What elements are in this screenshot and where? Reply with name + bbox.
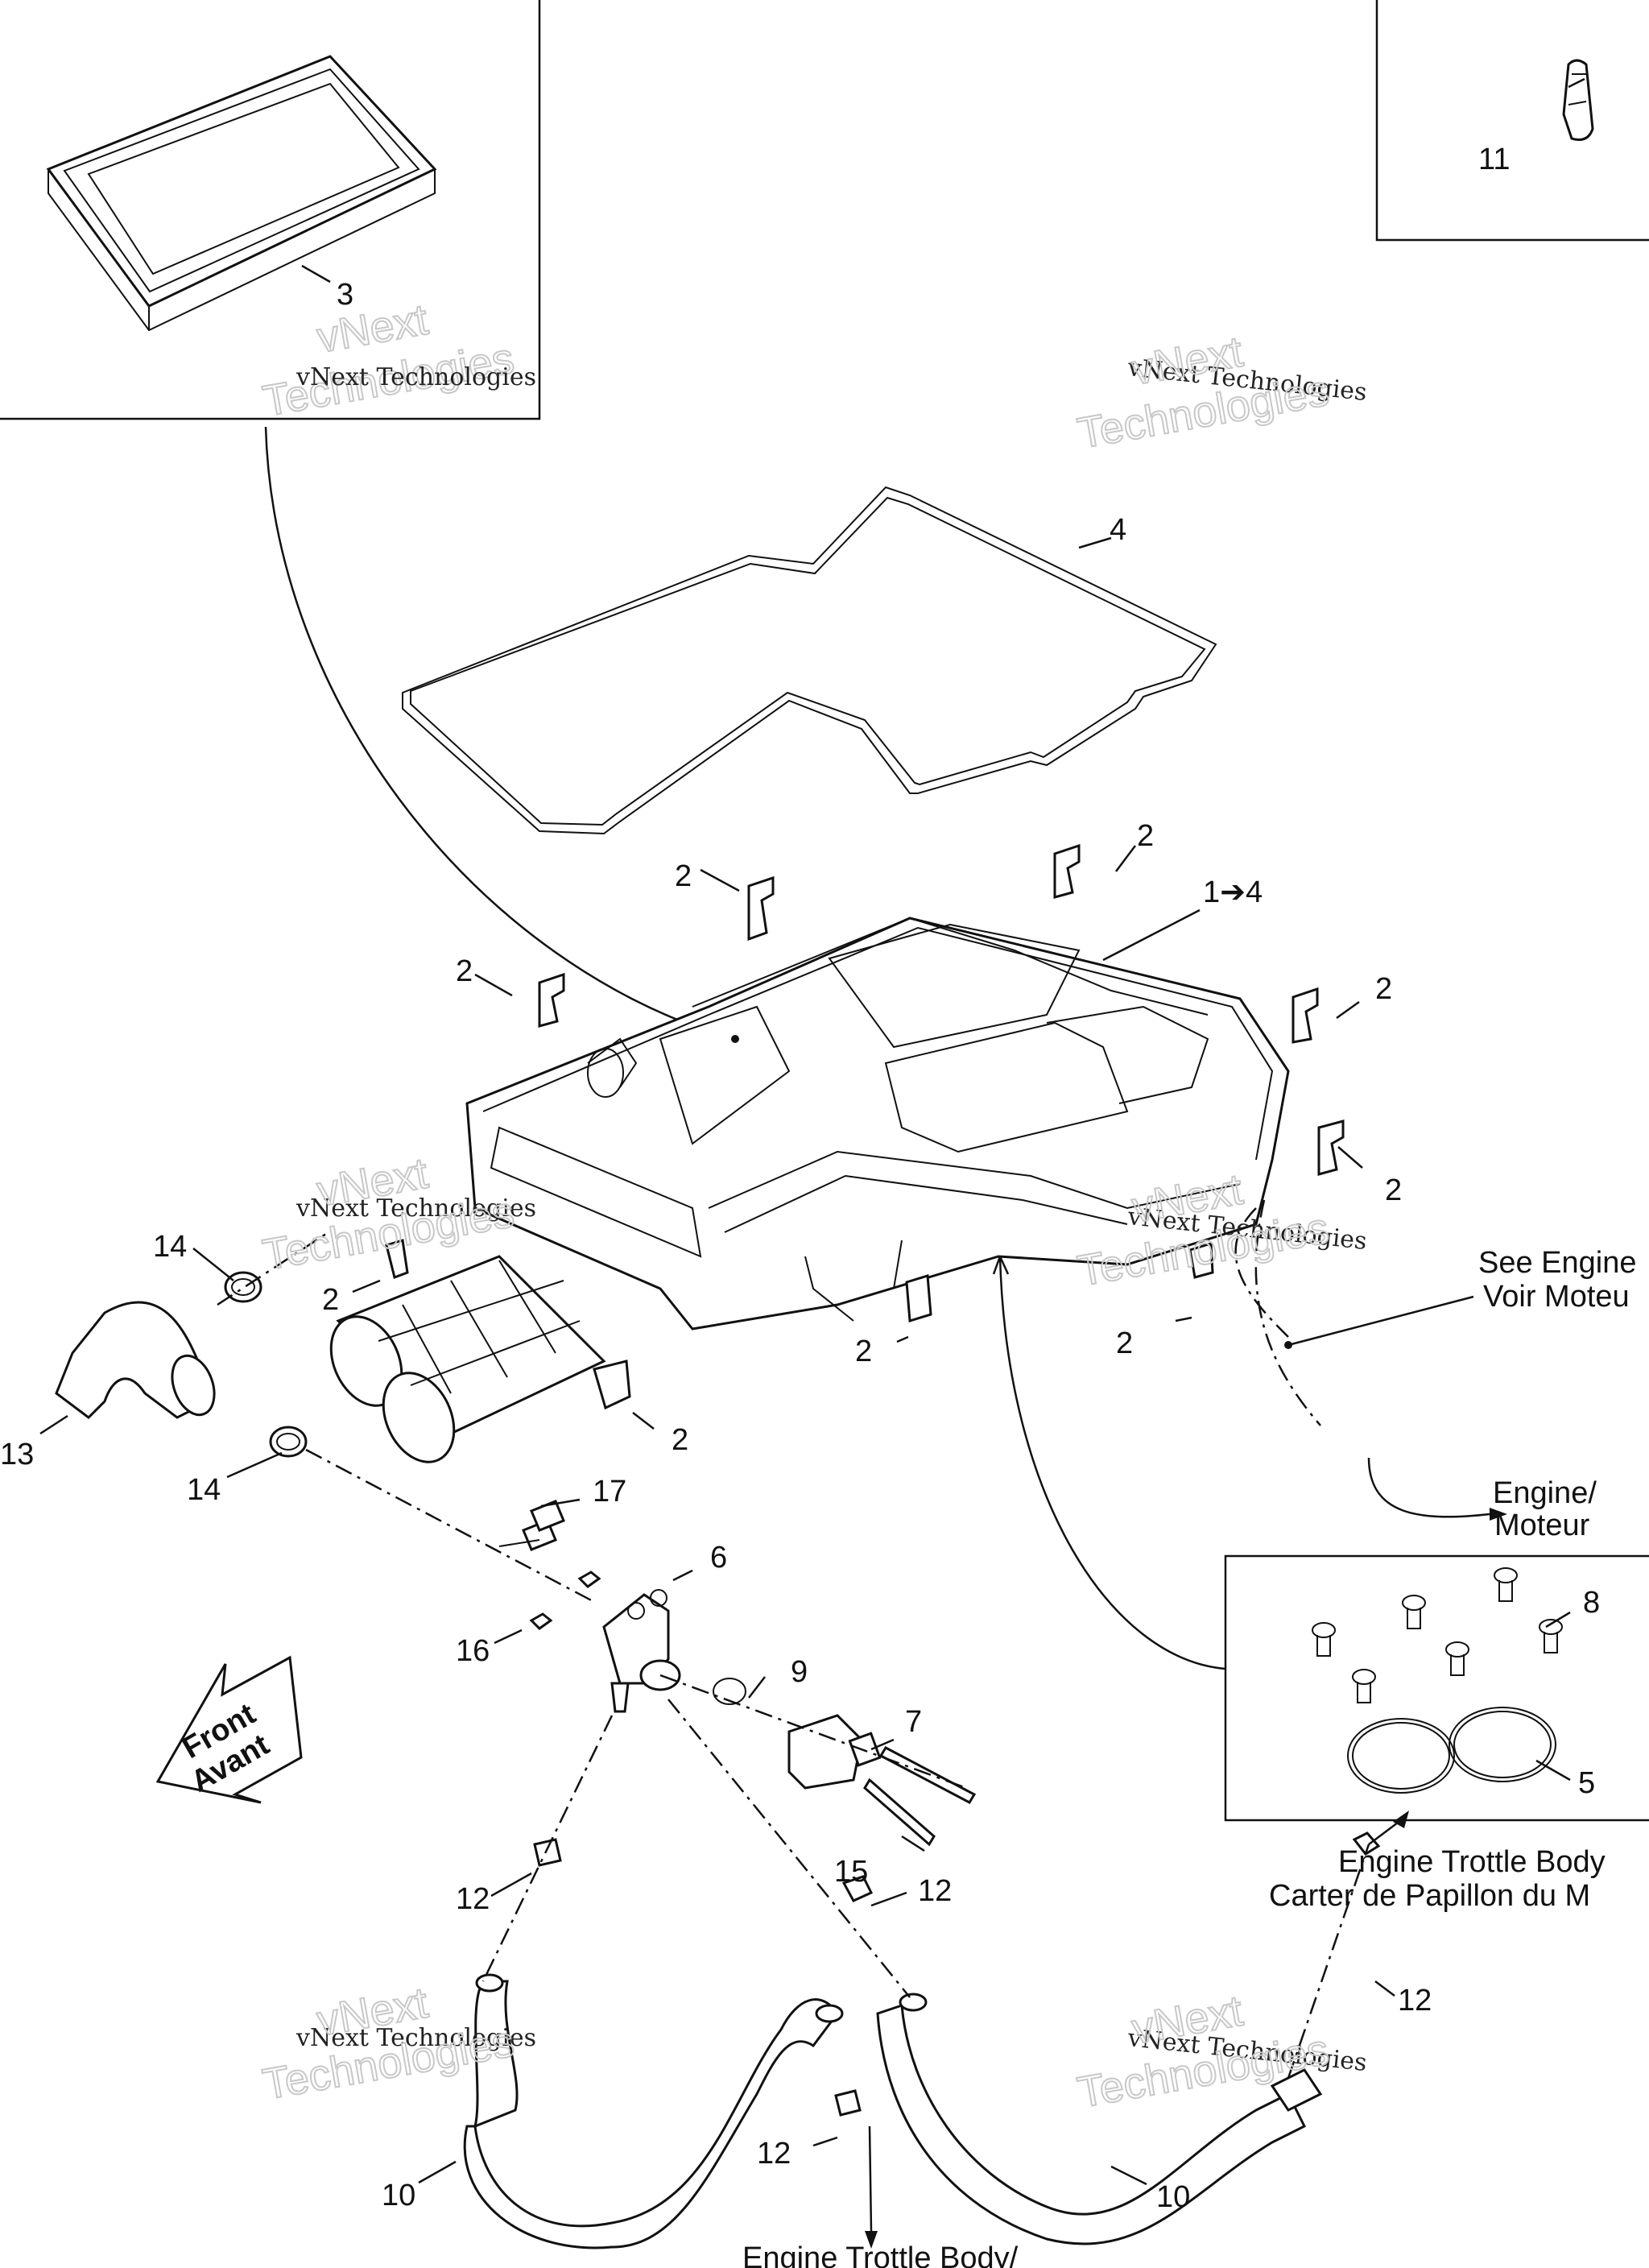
watermark-text: vNext Technologies: [295, 2024, 536, 2052]
throttle-body-bottom-label: Engine Trottle Body/: [742, 2241, 1019, 2268]
callout-11: 11: [1478, 143, 1510, 176]
callout-2: 2: [855, 1335, 872, 1368]
callout-8: 8: [1583, 1586, 1600, 1620]
callout-2: 2: [1375, 972, 1392, 1006]
callout-2: 2: [1137, 819, 1154, 853]
callout-13: 13: [0, 1438, 34, 1471]
callout-5: 5: [1578, 1766, 1595, 1800]
valve-assembly: [498, 1500, 977, 1847]
engine-label: Engine/: [1493, 1476, 1597, 1510]
callout-1-to-4: 1➔4: [1203, 875, 1263, 909]
leader-lines: [39, 77, 1585, 2186]
callout-12: 12: [1398, 1984, 1432, 2018]
callout-2: 2: [1116, 1326, 1133, 1360]
callout-2: 2: [456, 954, 473, 988]
callout-2: 2: [322, 1283, 339, 1317]
callout-14: 14: [187, 1473, 221, 1507]
callout-2: 2: [672, 1423, 688, 1457]
callout-2: 2: [675, 859, 692, 893]
callout-12: 12: [456, 1882, 490, 1916]
callout-12: 12: [757, 2137, 791, 2171]
see-engine-label: See Engine: [1478, 1246, 1637, 1280]
callout-16: 16: [456, 1634, 490, 1668]
front-direction-arrow: Front Avant: [155, 1655, 303, 1804]
throttle-body-label: Engine Trottle Body: [1338, 1845, 1606, 1879]
callout-15: 15: [834, 1855, 868, 1889]
inset-clamp: [1375, 0, 1649, 242]
watermark-text: vNext Technologies: [295, 1194, 536, 1223]
callout-9: 9: [791, 1655, 808, 1689]
callout-10: 10: [1156, 2180, 1190, 2214]
retaining-clips: [385, 843, 1345, 1410]
callout-14: 14: [153, 1230, 187, 1264]
callout-3: 3: [337, 278, 353, 312]
airbox: [329, 917, 1290, 1463]
callout-12: 12: [918, 1874, 952, 1908]
callout-4: 4: [1110, 513, 1126, 547]
moteur-label: Moteur: [1494, 1509, 1590, 1542]
voir-moteur-label: Voir Moteu: [1483, 1280, 1630, 1314]
callout-17: 17: [593, 1475, 626, 1509]
watermark-text: vNext Technologies: [295, 363, 536, 391]
inset-air-filter: [0, 0, 541, 420]
callout-7: 7: [905, 1705, 922, 1739]
throttle-body-fr-label: Carter de Papillon du M: [1269, 1879, 1590, 1913]
callout-labels: 3 11 4 1➔4 2 2 2 2 2 2 2 2 2 14 13 14 17…: [0, 143, 1600, 2214]
callout-10: 10: [382, 2179, 415, 2212]
callout-6: 6: [710, 1541, 727, 1575]
callout-2: 2: [1385, 1173, 1402, 1207]
destination-annotations: See Engine Voir Moteu Engine/ Moteur Eng…: [742, 1246, 1637, 2268]
inset-hardware: [1224, 1554, 1649, 1822]
